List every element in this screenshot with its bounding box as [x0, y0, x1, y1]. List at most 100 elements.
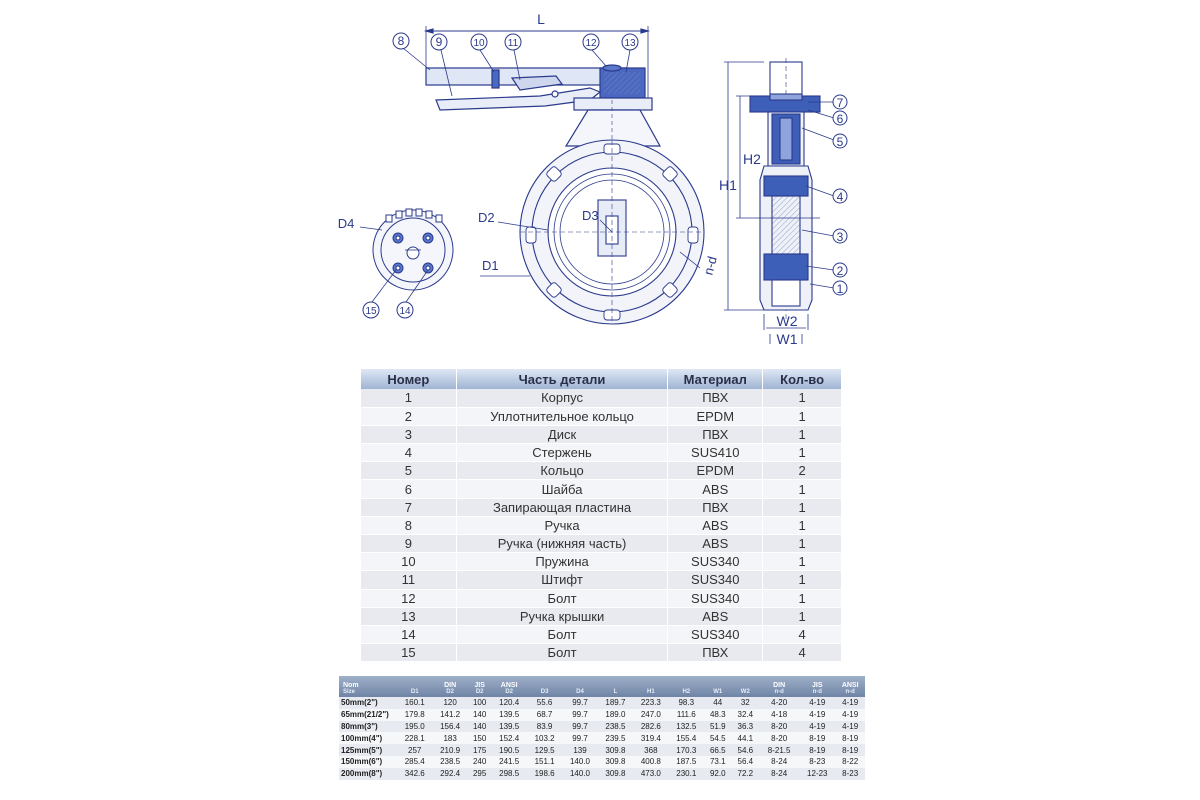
dimension-value: 4-18 [759, 708, 800, 721]
dimension-value: 54.5 [703, 732, 732, 745]
dim-header-sub: D2 [475, 689, 484, 695]
dimension-value: 195.0 [397, 720, 433, 733]
dimension-value: 66.5 [703, 744, 732, 756]
dimension-value: 8-19 [835, 732, 865, 745]
dimension-value: 54.6 [731, 744, 760, 756]
header-size-sub: Size [343, 689, 356, 695]
dimension-value: 190.5 [491, 744, 527, 756]
dim-W2-label: W2 [777, 313, 798, 329]
part-quantity: 1 [762, 425, 842, 445]
dimension-value: 228.1 [397, 732, 433, 745]
nominal-size: 125mm(5") [339, 744, 397, 756]
part-quantity: 2 [762, 461, 842, 481]
part-name: Болт [455, 589, 669, 608]
part-name: Болт [455, 643, 669, 663]
callout-5: 5 [837, 135, 844, 149]
callouts-side: 7 6 5 4 3 2 1 [832, 94, 848, 296]
callout-13: 13 [624, 38, 636, 49]
dimension-value: 139.5 [491, 708, 527, 721]
part-number: 9 [360, 534, 457, 554]
dimension-value: 83.9 [526, 720, 563, 733]
dimension-value: 92.0 [703, 767, 732, 780]
dimension-value: 8-19 [835, 744, 865, 756]
callout-10: 10 [473, 38, 485, 49]
dimension-value: 132.5 [668, 720, 704, 733]
part-name: Штифт [455, 570, 669, 590]
dimension-value: 139 [562, 744, 598, 756]
callout-7: 7 [837, 96, 844, 110]
dimension-value: 309.8 [597, 767, 634, 780]
part-name: Ручка крышки [455, 607, 669, 626]
dimension-value: 44 [703, 697, 732, 709]
part-material: SUS340 [667, 589, 764, 608]
dim-header-top: DIN [444, 682, 457, 689]
part-number: 4 [360, 443, 457, 463]
dim-D1-label: D1 [482, 258, 499, 273]
part-number: 10 [360, 552, 457, 572]
part-name: Кольцо [455, 461, 669, 481]
header-size: Nom Size [339, 676, 397, 697]
dimension-value: 298.5 [491, 767, 527, 780]
dimension-value: 170.3 [668, 744, 704, 756]
part-quantity: 1 [762, 589, 842, 608]
part-material: SUS340 [667, 552, 764, 572]
part-material: ПВХ [667, 498, 764, 517]
part-number: 2 [360, 407, 457, 426]
dimension-value: 8-23 [835, 767, 865, 780]
part-quantity: 1 [762, 552, 842, 572]
callout-6: 6 [837, 112, 844, 126]
dimension-value: 140.0 [562, 767, 598, 780]
callout-1: 1 [837, 282, 844, 296]
dimension-value: 141.2 [432, 708, 468, 721]
part-material: ABS [667, 479, 764, 499]
dimension-value: 36.3 [731, 720, 760, 733]
dim-header-top: JIS [474, 682, 485, 689]
dimension-value: 150 [467, 732, 492, 745]
dimension-value: 99.7 [562, 732, 598, 745]
dimension-value: 8-22 [835, 755, 865, 768]
dim-header: D3 [526, 676, 563, 697]
dimension-value: 120.4 [491, 697, 527, 709]
dim-nd-label: n-d [701, 255, 720, 277]
callout-14: 14 [399, 306, 411, 317]
dimension-value: 140.0 [562, 755, 598, 768]
dimension-value: 4-20 [759, 697, 800, 709]
dimension-value: 8-20 [759, 720, 800, 733]
part-material: ПВХ [667, 389, 764, 408]
dimension-value: 189.7 [597, 697, 634, 709]
dimension-value: 309.8 [597, 755, 634, 768]
dimension-value: 4-19 [835, 708, 865, 721]
dimension-value: 152.4 [491, 732, 527, 745]
dimension-value: 4-19 [835, 697, 865, 709]
dimension-value: 99.7 [562, 708, 598, 721]
dimension-value: 230.1 [668, 767, 704, 780]
part-number: 8 [360, 516, 457, 536]
part-quantity: 1 [762, 407, 842, 426]
dim-D2-label: D2 [478, 210, 495, 225]
nominal-size: 80mm(3") [339, 720, 397, 733]
dimension-value: 285.4 [397, 755, 433, 768]
nominal-size: 100mm(4") [339, 732, 397, 745]
part-quantity: 1 [762, 570, 842, 590]
dimension-value: 187.5 [668, 755, 704, 768]
dim-header-top: ANSI [500, 682, 518, 689]
dimension-value: 48.3 [703, 708, 732, 721]
dimension-value: 4-19 [799, 720, 836, 733]
part-material: SUS340 [667, 570, 764, 590]
dimension-value: 8-24 [759, 755, 800, 768]
part-material: SUS340 [667, 625, 764, 645]
dim-header-sub: H2 [682, 689, 691, 695]
part-number: 14 [360, 625, 457, 645]
dim-header-sub: L [613, 689, 618, 695]
dimension-value: 98.3 [668, 697, 704, 709]
dimension-value: 120 [432, 697, 468, 709]
dimension-value: 51.9 [703, 720, 732, 733]
part-material: EPDM [667, 461, 764, 481]
